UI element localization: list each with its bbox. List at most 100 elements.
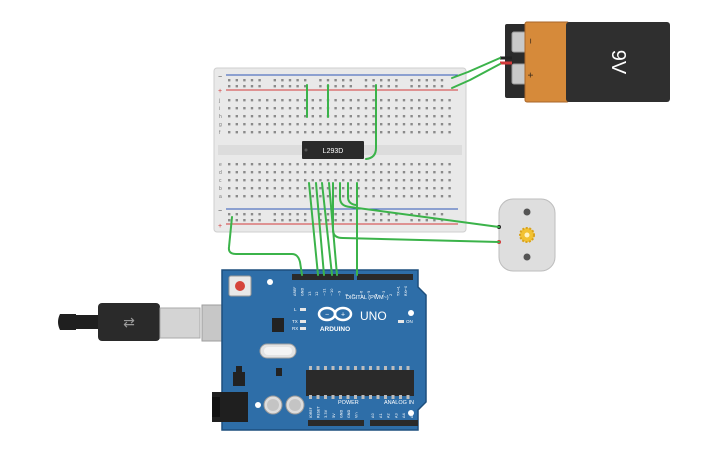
pin-label: A5 — [410, 413, 414, 418]
bottom-rail-minus: − — [218, 208, 222, 215]
wire-motor-1[interactable] — [339, 182, 500, 228]
breadboard-hole — [349, 131, 352, 134]
l293d-chip[interactable]: L293D — [302, 141, 364, 159]
breadboard-hole — [311, 179, 314, 182]
breadboard-hole — [304, 115, 307, 118]
breadboard-hole — [372, 107, 375, 110]
breadboard-hole — [425, 123, 428, 126]
mcu-pin — [346, 366, 350, 370]
breadboard-hole — [311, 115, 314, 118]
mcu-pin — [324, 395, 327, 399]
breadboard-hole — [342, 131, 345, 134]
pin-label: GND — [300, 288, 304, 296]
mcu-pin — [376, 366, 380, 370]
breadboard-hole — [440, 123, 444, 126]
arduino-logo-icon: − + — [317, 306, 353, 322]
usb-plug-tip — [58, 314, 76, 330]
breadboard-hole — [304, 107, 307, 110]
pin-label: RESET — [317, 406, 321, 418]
wire-pin-13[interactable] — [308, 182, 319, 276]
breadboard-hole — [228, 171, 231, 174]
breadboard-hole — [402, 179, 406, 182]
breadboard-hole — [250, 187, 254, 190]
breadboard-hole — [266, 107, 269, 110]
wire-gnd[interactable] — [227, 216, 303, 276]
pin-label: A1 — [379, 413, 383, 418]
breadboard-hole — [250, 163, 254, 166]
breadboard-hole — [304, 99, 307, 102]
breadboard-hole — [243, 131, 246, 134]
breadboard-hole — [228, 131, 231, 134]
breadboard-hole — [425, 195, 428, 198]
breadboard-hole — [380, 107, 383, 110]
pin-label: IOREF — [309, 407, 313, 418]
breadboard-hole — [372, 163, 375, 166]
breadboard-hole — [288, 187, 292, 190]
wire-motor-3[interactable] — [347, 182, 357, 206]
mcu-pin — [331, 366, 335, 370]
breadboard-hole — [418, 107, 421, 110]
breadboard-hole — [418, 171, 421, 174]
breadboard-hole — [364, 123, 368, 126]
mcu-pin — [309, 366, 312, 370]
breadboard-hole — [296, 115, 299, 118]
breadboard-hole — [243, 219, 246, 222]
breadboard-hole — [418, 179, 421, 182]
breadboard-hole — [296, 79, 299, 82]
breadboard-hole — [440, 187, 444, 190]
breadboard-hole — [281, 85, 284, 88]
wire-pin-12[interactable] — [315, 182, 325, 276]
wire-motor-2[interactable] — [332, 182, 500, 243]
breadboard-hole — [319, 195, 322, 198]
breadboard-hole — [387, 131, 390, 134]
rx-label: RX — [292, 326, 298, 331]
battery-9v[interactable]: − + 9V — [500, 21, 670, 103]
dc-motor[interactable] — [497, 198, 556, 272]
breadboard-hole — [349, 107, 352, 110]
breadboard-hole — [304, 179, 307, 182]
breadboard-hole — [387, 171, 390, 174]
usb-connector-housing — [98, 303, 160, 341]
svg-text:+: + — [341, 312, 345, 319]
breadboard-hole — [311, 107, 314, 110]
breadboard-hole — [273, 179, 276, 182]
pin-label: 4 — [374, 293, 378, 296]
usb-cable[interactable]: ⇄ — [58, 303, 239, 342]
wire-rail-to-chip-3[interactable] — [365, 84, 377, 160]
breadboard-hole — [258, 131, 261, 134]
wire-battery-minus[interactable] — [451, 57, 501, 79]
pin-label: A0 — [371, 413, 375, 418]
mcu-pin — [384, 395, 387, 399]
breadboard-hole — [296, 187, 299, 190]
breadboard-hole — [228, 213, 231, 216]
mcu-pin — [369, 395, 372, 399]
breadboard-hole — [228, 85, 231, 88]
arduino-brand: ARDUINO — [320, 326, 350, 333]
mcu-pin — [391, 366, 395, 370]
breadboard-hole — [296, 123, 299, 126]
breadboard-hole — [418, 187, 421, 190]
breadboard-hole — [326, 79, 330, 82]
breadboard-hole — [410, 99, 413, 102]
breadboard-hole — [387, 219, 390, 222]
breadboard-hole — [440, 115, 444, 118]
breadboard-hole — [418, 195, 421, 198]
breadboard-hole — [288, 79, 292, 82]
breadboard-hole — [273, 85, 276, 88]
mcu-pin — [406, 395, 410, 399]
wire-battery-plus[interactable] — [451, 63, 501, 89]
wire-pin-11[interactable] — [321, 182, 333, 276]
breadboard-hole — [342, 79, 345, 82]
breadboard-hole — [319, 85, 322, 88]
breadboard-hole — [364, 179, 368, 182]
breadboard-hole — [250, 131, 254, 134]
breadboard-hole — [288, 219, 292, 222]
mcu-pin — [399, 395, 402, 399]
breadboard-hole — [334, 195, 337, 198]
breadboard-hole — [357, 179, 360, 182]
mcu-pin — [331, 395, 335, 399]
breadboard-hole — [334, 171, 337, 174]
breadboard-hole — [235, 107, 238, 110]
breadboard-hole — [433, 79, 436, 82]
